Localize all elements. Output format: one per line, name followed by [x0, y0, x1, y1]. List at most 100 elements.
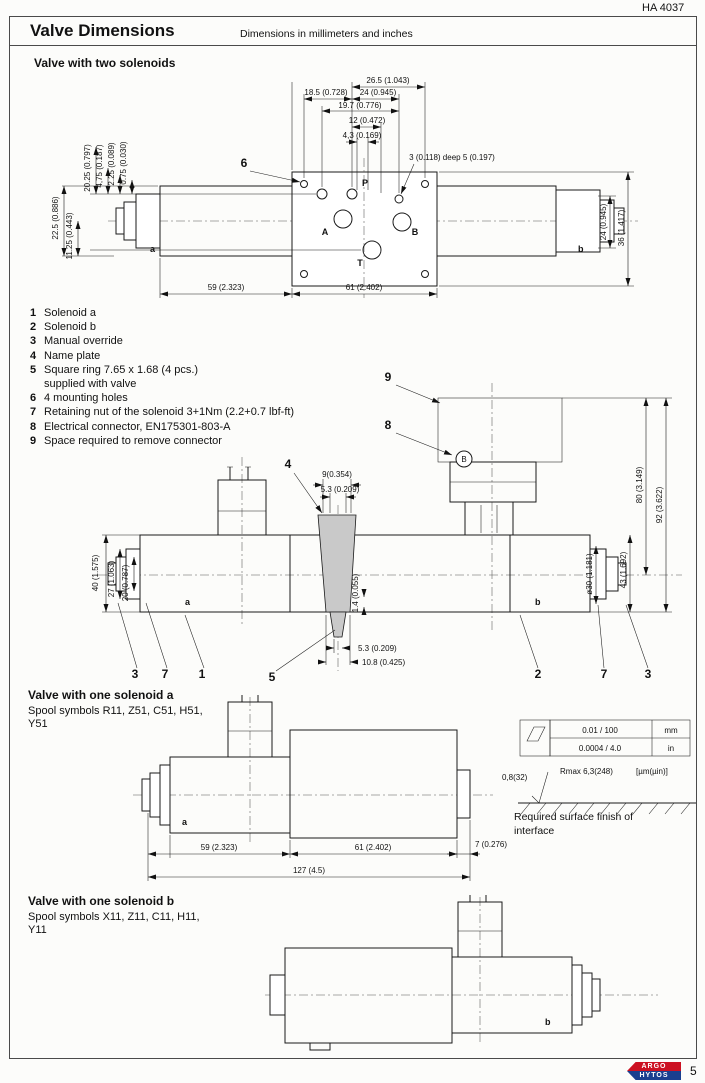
- dim-label-hole: 3 (0.118) deep 5 (0.197): [409, 153, 495, 162]
- callout-3b: 3: [645, 667, 652, 681]
- callout-7b: 7: [601, 667, 608, 681]
- callout-7: 7: [162, 667, 169, 681]
- dim-label: 2.25 (0.089): [107, 142, 116, 185]
- dim-label: 4,3 (0.169): [343, 131, 382, 140]
- legend-item-text: Space required to remove connector: [44, 434, 222, 447]
- unit-in: in: [668, 744, 674, 753]
- dim-label: 26.5 (1.043): [366, 76, 409, 85]
- tolerance-in: 0.0004 / 4.0: [579, 744, 622, 753]
- dimension-lines: [102, 384, 672, 672]
- side-label-a: a: [150, 244, 156, 254]
- legend-item-number: [30, 377, 44, 391]
- dim-label: 1.4 (0.055): [351, 573, 360, 612]
- callout-4: 4: [285, 457, 292, 471]
- legend-item: 7 Retaining nut of the solenoid 3+1Nm (2.…: [30, 405, 430, 419]
- callout-9: 9: [385, 370, 392, 384]
- argo-hytos-logo: ARGO HYTOS: [627, 1062, 681, 1080]
- legend-item-number: 1: [30, 307, 37, 319]
- port-label-a: A: [322, 227, 329, 237]
- logo-argo-text: ARGO: [641, 1063, 667, 1070]
- callout-3: 3: [132, 667, 139, 681]
- drawing-one-solenoid-a: 59 (2.323) 61 (2.402) 7 (0.276) 127 (4.5…: [133, 695, 507, 881]
- roughness-units: [µm(µin)]: [636, 767, 668, 776]
- roughness-value: 0,8(32): [502, 773, 528, 782]
- legend-item: 8 Electrical connector, EN175301-803-A: [30, 420, 430, 434]
- callout-2: 2: [535, 667, 542, 681]
- surface-finish-spec: 0.01 / 100 mm 0.0004 / 4.0 in 0,8(32) Rm…: [502, 719, 696, 837]
- side-label-a: a: [182, 817, 188, 827]
- dim-label: 59 (2.323): [208, 283, 245, 292]
- surface-caption-line2: interface: [514, 825, 554, 837]
- legend-item-text: Solenoid b: [44, 321, 96, 334]
- dim-label: 36 (1.417): [617, 209, 626, 246]
- dim-label: 24 (0.945): [599, 203, 608, 240]
- dimension-lines: [147, 813, 480, 881]
- dim-label: 20 (0.787): [121, 564, 130, 601]
- legend-item: 3 Manual override: [30, 334, 430, 348]
- legend-item-text: Manual override: [44, 335, 123, 348]
- surface-symbol-and-ground: [518, 771, 696, 815]
- logo-hytos-text: HYTOS: [639, 1072, 669, 1079]
- dim-label: 5.3 (0.209): [358, 644, 397, 653]
- tolerance-mm: 0.01 / 100: [582, 726, 618, 735]
- dim-label: 11.25 (0.443): [65, 212, 74, 259]
- dim-label: 4,75 (0.187): [95, 144, 104, 187]
- legend-item-text: Retaining nut of the solenoid 3+1Nm (2.2…: [44, 406, 295, 419]
- callout-1: 1: [199, 667, 206, 681]
- side-label-a: a: [185, 597, 191, 607]
- flatness-symbol: [519, 719, 551, 757]
- dim-label: 19.7 (0.776): [338, 101, 381, 110]
- connector-assembly: [437, 397, 563, 536]
- logo-argo-bar: ARGO: [627, 1062, 681, 1071]
- drawing-two-solenoids-side-view: B: [91, 370, 682, 684]
- connector-label-b: B: [461, 455, 466, 464]
- page-subtitle: Dimensions in millimeters and inches: [240, 28, 413, 40]
- dim-label: 18.5 (0.728): [304, 88, 347, 97]
- page-number: 5: [690, 1064, 697, 1078]
- side-label-b: b: [535, 597, 541, 607]
- valve-outline: [133, 695, 493, 845]
- legend-item-text: Electrical connector, EN175301-803-A: [44, 420, 231, 433]
- dim-label: 22.5 (0.886): [51, 196, 60, 239]
- dim-label: 5.3 (0.209): [321, 485, 360, 494]
- page-title: Valve Dimensions: [30, 21, 175, 40]
- callout-8: 8: [385, 418, 392, 432]
- logo-hytos-bar: HYTOS: [627, 1071, 681, 1080]
- legend-item-number: 2: [30, 321, 37, 334]
- section-heading-one-solenoid-b: Valve with one solenoid b: [28, 894, 175, 908]
- spool-symbols-a-line2: Y51: [28, 718, 48, 730]
- legend-item-text: Square ring 7.65 x 1.68 (4 pcs.): [44, 363, 199, 376]
- doc-code: HA 4037: [642, 2, 685, 14]
- legend-item-number: 4: [30, 349, 37, 362]
- legend-item-text: supplied with valve: [44, 378, 137, 391]
- legend-item: 2 Solenoid b: [30, 320, 430, 334]
- port-label-b: B: [412, 227, 419, 237]
- spool-symbols-b-line2: Y11: [28, 924, 47, 936]
- valve-outline: [265, 895, 658, 1051]
- dim-label: 92 (3.622): [655, 486, 664, 523]
- roughness-rmax: Rmax 6,3(248): [560, 767, 613, 776]
- name-plate: [317, 514, 357, 638]
- dim-label: 61 (2.402): [355, 843, 392, 852]
- legend-item-number: 8: [30, 420, 37, 433]
- dim-label: 7 (0.276): [475, 840, 507, 849]
- dim-label: 10.8 (0.425): [362, 658, 405, 667]
- dim-label: 43 (1.692): [619, 551, 628, 588]
- spool-symbols-b-line1: Spool symbols X11, Z11, C11, H11,: [28, 911, 200, 923]
- section-heading-one-solenoid-a: Valve with one solenoid a: [28, 688, 174, 702]
- legend-item-text: 4 mounting holes: [44, 392, 128, 405]
- legend-item: supplied with valve: [30, 377, 430, 391]
- dim-label: 27 (1.063): [107, 560, 116, 597]
- spool-symbols-a-line1: Spool symbols R11, Z51, C51, H51,: [28, 705, 203, 717]
- legend-item-number: 3: [30, 335, 37, 348]
- dim-label: 9(0.354): [322, 470, 352, 479]
- legend-item-number: 7: [30, 406, 37, 419]
- drawing-one-solenoid-b: b: [265, 895, 658, 1051]
- tolerance-table: [549, 719, 691, 757]
